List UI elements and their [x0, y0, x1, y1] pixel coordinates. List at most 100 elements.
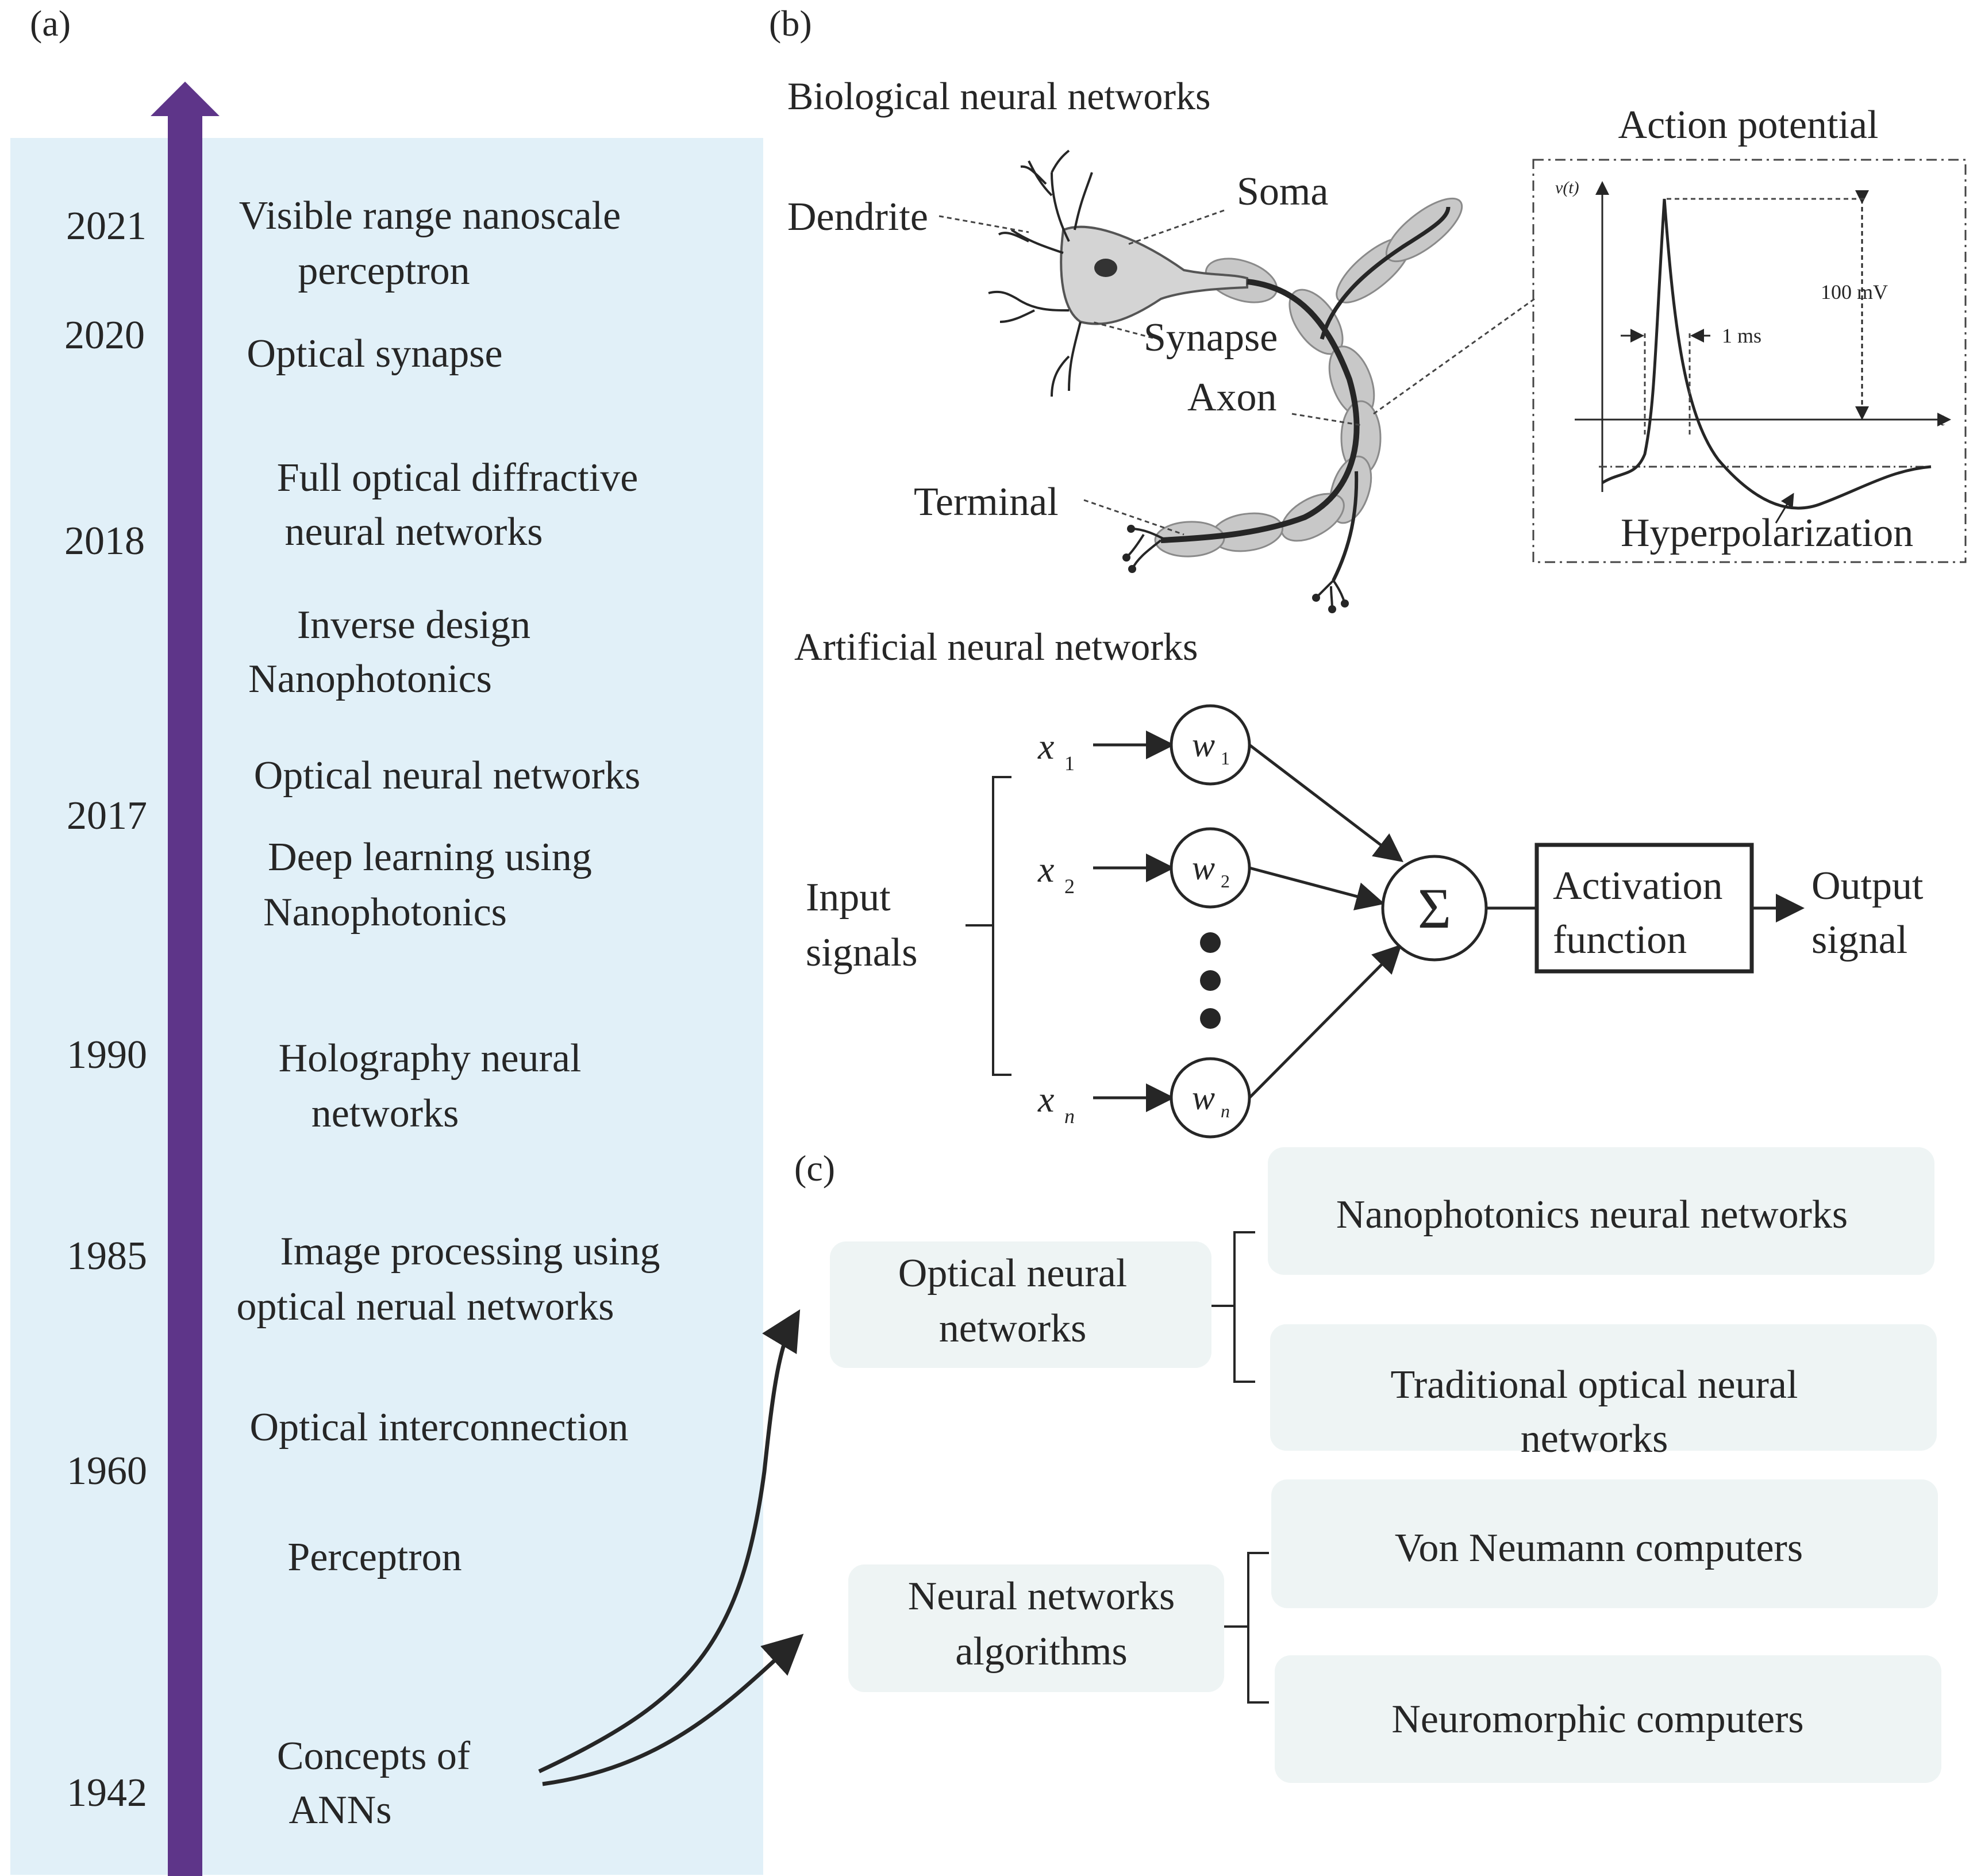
- timeline-entry-1985: 1985 Image processing using optical neru…: [67, 1229, 660, 1329]
- panel-c-label: (c): [794, 1148, 835, 1189]
- timeline-event-line: Inverse design: [297, 603, 530, 647]
- group-name-line: networks: [939, 1306, 1087, 1351]
- activation-function-box: [1534, 843, 1754, 974]
- timeline-entry-1942: 1942 Concepts of ANNs: [67, 1734, 471, 1832]
- bracket-1: [1211, 1231, 1255, 1383]
- connector-arrow-upper: [538, 1309, 801, 1774]
- weight-subscript: 1: [1221, 748, 1230, 768]
- item-label-line: Nanophotonics neural networks: [1336, 1193, 1848, 1237]
- timeline-background: [10, 138, 763, 1875]
- perceptron-diagram: [966, 704, 1805, 1139]
- sum-symbol: Σ: [1418, 877, 1451, 940]
- label-dendrite: Dendrite: [787, 195, 928, 239]
- item-traditional-optical-neural-networks: Traditional optical neural networks: [1270, 1324, 1937, 1461]
- ap-hyperpolarization-label: Hyperpolarization: [1621, 511, 1913, 555]
- action-potential-plot: [1575, 181, 1951, 524]
- timeline-year: 1942: [67, 1771, 147, 1815]
- timeline-event-line: ANNs: [289, 1788, 392, 1832]
- group-neural-networks-algorithms: Neural networks algorithms: [848, 1564, 1224, 1692]
- item-label-line: networks: [1521, 1417, 1668, 1461]
- connector-arrow-lower: [542, 1633, 804, 1786]
- timeline-event-line: neural networks: [284, 510, 543, 554]
- timeline-entry-1960: 1960: [67, 1449, 147, 1493]
- label-synapse: Synapse: [1144, 316, 1278, 360]
- ann-title: Artificial neural networks: [794, 625, 1198, 668]
- timeline-event-line: Nanophotonics: [263, 890, 507, 935]
- timeline-entry-2018: 2018 Full optical diffractive neural net…: [64, 456, 638, 563]
- label-terminal: Terminal: [914, 480, 1059, 524]
- timeline-year: 2018: [64, 519, 145, 563]
- item-nanophotonics-neural-networks: Nanophotonics neural networks: [1268, 1147, 1934, 1275]
- item-box: [1270, 1324, 1937, 1451]
- weight-subscript: 2: [1221, 871, 1230, 891]
- ap-y-axis-label: v(t): [1555, 178, 1579, 197]
- weight-label-2: w 2: [1192, 849, 1230, 891]
- timeline-entry-deep-learning: Deep learning using Nanophotonics: [263, 835, 592, 935]
- item-box: [1271, 1479, 1938, 1608]
- weight-symbol: w: [1192, 726, 1215, 764]
- timeline-entry-2021: 2021 Visible range nanoscale perceptron: [66, 194, 621, 293]
- group-name-line: Neural networks: [908, 1574, 1175, 1619]
- ap-x-axis-label: t: [1940, 410, 1945, 429]
- timeline-event-line: optical nerual networks: [236, 1285, 614, 1329]
- timeline-year: 1960: [67, 1449, 147, 1493]
- timeline-year: 1990: [67, 1033, 147, 1077]
- weight-label-n: w n: [1192, 1079, 1230, 1121]
- timeline-event-line: Deep learning using: [268, 835, 592, 879]
- timeline-event-line: Full optical diffractive: [277, 456, 639, 500]
- timeline-event-line: Optical neural networks: [254, 754, 641, 798]
- timeline-event-line: perceptron: [298, 249, 470, 293]
- activation-label-line: function: [1553, 918, 1687, 962]
- activation-label-line: Activation: [1553, 864, 1722, 908]
- timeline-event-line: Optical synapse: [247, 332, 502, 376]
- panel-a-label: (a): [30, 3, 71, 44]
- item-label-line: Traditional optical neural: [1391, 1363, 1798, 1407]
- input-signals-label-line: Input: [806, 875, 891, 920]
- action-potential-frame: [1532, 159, 1967, 563]
- weight-symbol: w: [1192, 1079, 1215, 1117]
- input-subscript: 2: [1064, 875, 1075, 898]
- timeline-entry-optical-interconnection: Optical interconnection: [250, 1405, 629, 1450]
- input-subscript: n: [1064, 1105, 1075, 1128]
- panel-b-label: (b): [769, 3, 812, 44]
- ap-duration-label: 1 ms: [1722, 324, 1761, 347]
- input-signals-label-line: signals: [806, 931, 917, 975]
- input-x1: x 1: [1037, 726, 1075, 775]
- input-subscript: 1: [1064, 752, 1075, 775]
- timeline-year: 2017: [67, 794, 147, 838]
- timeline-event-line: networks: [311, 1091, 459, 1136]
- label-soma: Soma: [1237, 170, 1328, 214]
- weight-label-1: w 1: [1192, 726, 1230, 768]
- neuron-illustration: [939, 149, 1535, 613]
- timeline-event-line: Concepts of: [277, 1734, 471, 1778]
- input-symbol: x: [1037, 1079, 1054, 1120]
- item-label-line: Neuromorphic computers: [1391, 1697, 1803, 1742]
- timeline-event-line: Image processing using: [280, 1229, 660, 1274]
- label-axon: Axon: [1187, 375, 1277, 420]
- group-name-line: algorithms: [955, 1629, 1127, 1674]
- timeline-year: 1985: [67, 1234, 147, 1278]
- group-box: [848, 1564, 1224, 1692]
- timeline-event-line: Perceptron: [287, 1535, 461, 1579]
- timeline-entry-2020: 2020 Optical synapse: [64, 313, 503, 376]
- timeline-event-line: Nanophotonics: [248, 657, 492, 701]
- bio-title: Biological neural networks: [787, 74, 1210, 118]
- timeline-event-line: Holography neural: [279, 1036, 582, 1081]
- timeline-entry-1990: 1990 Holography neural networks: [67, 1033, 581, 1136]
- item-von-neumann-computers: Von Neumann computers: [1271, 1479, 1938, 1608]
- group-box: [830, 1241, 1211, 1368]
- weight-symbol: w: [1192, 849, 1215, 887]
- timeline-event-line: Optical interconnection: [250, 1405, 629, 1450]
- item-label-line: Von Neumann computers: [1395, 1526, 1803, 1570]
- input-symbol: x: [1037, 726, 1054, 767]
- timeline-arrow: [151, 82, 220, 1876]
- item-neuromorphic-computers: Neuromorphic computers: [1275, 1655, 1941, 1783]
- timeline-entry-inverse-design: Inverse design Nanophotonics: [248, 603, 530, 701]
- input-xn: x n: [1037, 1079, 1075, 1128]
- timeline-year: 2021: [66, 204, 147, 248]
- weight-subscript: n: [1221, 1101, 1230, 1121]
- item-box: [1275, 1655, 1941, 1783]
- bracket-2: [1224, 1552, 1269, 1704]
- group-optical-neural-networks: Optical neural networks: [830, 1241, 1211, 1368]
